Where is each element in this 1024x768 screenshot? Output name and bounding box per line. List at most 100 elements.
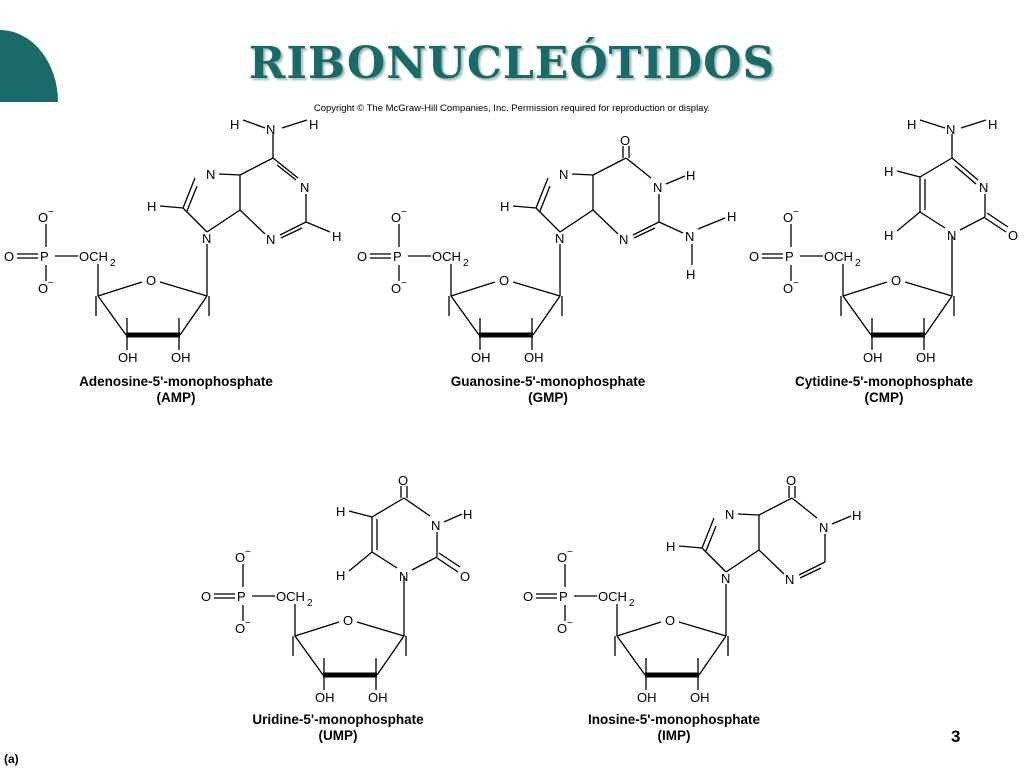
atom-label: P: [40, 249, 49, 264]
atom-label: H: [309, 117, 318, 132]
atom-label: O: [357, 249, 367, 264]
molecule-abbreviation: (UMP): [319, 728, 358, 743]
atom-label: N: [202, 231, 211, 246]
cmp-structure: [762, 119, 1009, 350]
atom-label: O: [235, 550, 245, 565]
atom-label: −: [567, 618, 573, 629]
molecule-abbreviation: (AMP): [157, 390, 196, 405]
atom-label: N: [431, 518, 440, 533]
atom-label: O: [391, 210, 401, 225]
atom-label: OCH: [598, 589, 627, 604]
atom-label: OCH: [824, 249, 853, 264]
atom-label: N: [559, 167, 568, 182]
atom-label: H: [852, 508, 861, 523]
molecule-name: Inosine-5'-monophosphate: [588, 712, 760, 727]
atom-label: O: [38, 281, 48, 296]
panel-label: (a): [4, 752, 19, 766]
atom-label: O: [499, 273, 509, 288]
gmp-structure: [370, 146, 726, 350]
atom-label: H: [336, 568, 345, 583]
atom-label: N: [619, 232, 628, 247]
atom-label: OH: [368, 690, 388, 705]
corner-decoration: [0, 30, 58, 102]
atom-label: OCH: [432, 249, 461, 264]
atom-label: H: [988, 117, 997, 132]
atom-label: H: [230, 117, 239, 132]
atom-label: 2: [855, 258, 861, 269]
atom-label: N: [399, 569, 408, 584]
atom-label: −: [401, 207, 407, 218]
atom-label: H: [666, 539, 675, 554]
atom-label: −: [48, 278, 54, 289]
atom-label: 2: [463, 258, 469, 269]
atom-label: P: [237, 589, 246, 604]
atom-label: OCH: [276, 589, 305, 604]
slide-title: RIBONUCLEÓTIDOS: [248, 38, 776, 89]
atom-label: O: [343, 613, 353, 628]
atom-label: OH: [863, 350, 883, 365]
atom-label: H: [884, 164, 893, 179]
atom-label: O: [557, 621, 567, 636]
atom-label: H: [686, 267, 695, 282]
atom-label: O: [4, 249, 14, 264]
atom-label: H: [332, 229, 341, 244]
atom-label: N: [653, 180, 662, 195]
atom-label: O: [557, 550, 567, 565]
atom-label: P: [393, 249, 402, 264]
molecule-abbreviation: (CMP): [865, 390, 904, 405]
atom-label: O: [146, 273, 156, 288]
atom-label: OH: [118, 350, 138, 365]
atom-label: OH: [471, 350, 491, 365]
atom-label: O: [749, 249, 759, 264]
atom-label: H: [463, 507, 472, 522]
atom-label: OH: [637, 690, 657, 705]
atom-label: H: [336, 504, 345, 519]
atom-label: O: [665, 613, 675, 628]
atom-label: 2: [629, 598, 635, 609]
atom-label: OH: [171, 350, 191, 365]
atom-label: N: [300, 180, 309, 195]
atom-label: O: [235, 621, 245, 636]
atom-label: −: [48, 207, 54, 218]
atom-label: H: [686, 168, 695, 183]
molecule-name: Uridine-5'-monophosphate: [252, 712, 424, 727]
atom-label: O: [1008, 228, 1018, 243]
slide-number: 3: [951, 727, 961, 746]
atom-label: O: [786, 473, 796, 488]
atom-label: H: [907, 117, 916, 132]
molecule-name: Cytidine-5'-monophosphate: [795, 374, 973, 389]
molecule-name: Adenosine-5'-monophosphate: [79, 374, 273, 389]
atom-label: O: [391, 281, 401, 296]
atom-label: N: [947, 228, 956, 243]
atom-label: −: [245, 618, 251, 629]
molecule-name: Guanosine-5'-monophosphate: [451, 374, 646, 389]
atom-label: N: [946, 122, 955, 137]
atom-label: O: [460, 569, 470, 584]
atom-label: N: [721, 571, 730, 586]
atom-label: P: [785, 249, 794, 264]
atom-label: H: [500, 199, 509, 214]
atom-label: O: [398, 473, 408, 488]
atom-label: −: [793, 278, 799, 289]
atom-label: 2: [307, 598, 313, 609]
atom-label: N: [555, 231, 564, 246]
atom-label: OH: [916, 350, 936, 365]
atom-label: OH: [524, 350, 544, 365]
atom-label: −: [401, 278, 407, 289]
atom-label: −: [245, 547, 251, 558]
atom-label: O: [620, 133, 630, 148]
atom-label: O: [891, 273, 901, 288]
atom-label: O: [783, 281, 793, 296]
atom-label: N: [266, 232, 275, 247]
atom-label: N: [785, 572, 794, 587]
atom-label: OH: [690, 690, 710, 705]
ump-structure: [214, 486, 463, 690]
atom-label: OH: [315, 690, 335, 705]
atom-label: N: [266, 122, 275, 137]
atom-label: O: [38, 210, 48, 225]
atom-label: N: [685, 229, 694, 244]
atom-label: H: [147, 199, 156, 214]
atom-label: O: [201, 589, 211, 604]
atom-label: −: [793, 207, 799, 218]
